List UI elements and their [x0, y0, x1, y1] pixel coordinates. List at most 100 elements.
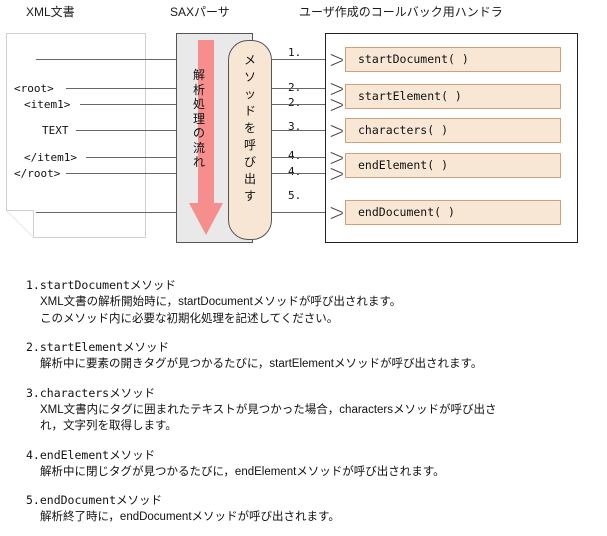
description-body-line: XML文書の解析開始時に，startDocumentメソッドが呼び出されます。: [40, 296, 402, 308]
description-body: XML文書内にタグに囲まれたテキストが見つかった場合，charactersメソッ…: [26, 402, 594, 435]
description-title-suffix: メソッド: [122, 342, 169, 354]
heading-callback-handler: ユーザ作成のコールバック用ハンドラ: [299, 5, 503, 19]
step-number-2b: 2.: [288, 96, 302, 109]
callback-line-start-element-1: [272, 88, 334, 89]
step-number-1: 1.: [288, 46, 302, 59]
call-method-label-char-2: ッ: [243, 87, 256, 101]
parsing-flow-arrow-head: [189, 203, 223, 235]
description-title: 4.endElementメソッド: [26, 447, 594, 464]
parsing-flow-label-char-2: 処: [192, 97, 205, 111]
parsing-flow-label-char-4: の: [192, 126, 205, 140]
xml-line-root-open: <root>: [14, 82, 54, 95]
parsing-flow-label-char-5: 流: [192, 140, 205, 155]
arrow-head-start-element-1: [331, 83, 344, 94]
description-item-start-document: 1.startDocumentメソッド XML文書の解析開始時に，startDo…: [26, 277, 594, 327]
call-method-label-char-0: メ: [243, 53, 256, 67]
parsing-flow-label: 解析処理の流れ: [191, 68, 207, 170]
description-method-name: startDocument: [39, 278, 130, 292]
description-title: 1.startDocumentメソッド: [26, 277, 594, 294]
call-method-label-char-5: 呼: [243, 138, 256, 152]
description-title: 3.charactersメソッド: [26, 385, 594, 402]
description-body: XML文書の解析開始時に，startDocumentメソッドが呼び出されます。 …: [26, 294, 594, 327]
xml-line-item1-close: </item1>: [24, 151, 77, 164]
step-number-4b: 4.: [288, 165, 302, 178]
description-item-end-element: 4.endElementメソッド 解析中に閉じタグが見つかるたびに，endEle…: [26, 447, 594, 481]
xml-line-text: TEXT: [42, 124, 69, 137]
description-body: 解析終了時に，endDocumentメソッドが呼び出されます。: [26, 509, 594, 526]
arrow-head-end-element-2: [331, 168, 344, 179]
connector-line-start-document: [36, 59, 228, 60]
description-item-characters: 3.charactersメソッド XML文書内にタグに囲まれたテキストが見つかっ…: [26, 385, 594, 435]
parsing-flow-arrow: [189, 40, 223, 236]
method-description-list: 1.startDocumentメソッド XML文書の解析開始時に，startDo…: [26, 277, 594, 526]
call-method-label-char-7: 出: [243, 172, 256, 186]
description-body-line: 解析中に閉じタグが見つかるたびに，endElementメソッドが呼び出されます。: [40, 465, 445, 478]
description-body-line: 解析終了時に，endDocumentメソッドが呼び出されます。: [40, 511, 340, 523]
method-box-start-element[interactable]: startElement( ): [345, 84, 561, 109]
description-body-line: XML文書内にタグに囲まれたテキストが見つかった場合，charactersメソッ…: [40, 403, 497, 416]
description-item-start-element: 2.startElementメソッド 解析中に要素の開きタグが見つかるたびに，s…: [26, 339, 594, 373]
heading-sax-parser: SAXパーサ: [170, 5, 230, 19]
call-method-label: メソッドを呼び出す: [242, 52, 258, 205]
description-body-line: このメソッド内に必要な初期化処理を記述してください。: [40, 312, 339, 325]
step-number-3: 3.: [288, 120, 302, 133]
method-box-end-document[interactable]: endDocument( ): [345, 200, 561, 225]
callback-line-end-element-2: [272, 173, 334, 174]
description-title-suffix: メソッド: [109, 449, 156, 462]
xml-line-root-close: </root>: [14, 167, 61, 180]
parsing-flow-label-char-0: 解: [192, 68, 205, 82]
description-method-name: endElement: [39, 447, 110, 462]
arrow-head-end-element-1: [331, 152, 344, 163]
description-body-line: 解析中に要素の開きタグが見つかるたびに，startElementメソッドが呼び出…: [40, 358, 483, 370]
callback-line-characters: [272, 130, 334, 131]
call-method-capsule: [228, 40, 272, 240]
description-number: 4.: [26, 447, 40, 462]
step-number-2a: 2.: [288, 81, 302, 94]
method-box-characters[interactable]: characters( ): [345, 118, 561, 143]
description-method-name: endDocument: [39, 493, 117, 507]
description-title-suffix: メソッド: [109, 387, 156, 400]
description-number: 5.: [26, 493, 40, 507]
description-number: 3.: [26, 385, 40, 400]
parsing-flow-label-char-1: 析: [192, 82, 205, 97]
description-item-end-document: 5.endDocumentメソッド 解析終了時に，endDocumentメソッド…: [26, 492, 594, 526]
connector-line-text: [76, 130, 228, 131]
callback-line-end-element-1: [272, 157, 334, 158]
connector-line-root-close: [66, 173, 228, 174]
callback-line-start-element-2: [272, 104, 334, 105]
call-method-label-char-8: す: [243, 189, 256, 203]
xml-document-sheet: [6, 33, 146, 238]
parsing-flow-arrow-shaft: [198, 40, 214, 205]
connector-line-root-open: [66, 88, 228, 89]
arrow-head-start-document: [331, 54, 344, 65]
description-number: 1.: [26, 278, 40, 292]
xml-document-fold-diagonal: [5, 209, 35, 239]
call-method-label-char-6: び: [243, 155, 256, 169]
description-body: 解析中に要素の開きタグが見つかるたびに，startElementメソッドが呼び出…: [26, 356, 594, 373]
description-method-name: startElement: [39, 340, 123, 354]
method-box-end-element[interactable]: endElement( ): [345, 153, 561, 178]
connector-line-end-document: [36, 212, 228, 213]
description-method-name: characters: [39, 385, 110, 400]
callback-line-start-document: [272, 59, 334, 60]
xml-line-item1-open: <item1>: [24, 98, 71, 111]
step-number-4a: 4.: [288, 149, 302, 162]
method-box-start-document[interactable]: startDocument( ): [345, 47, 561, 72]
callback-line-end-document: [272, 212, 334, 213]
step-number-5: 5.: [288, 189, 302, 202]
call-method-label-char-1: ソ: [243, 70, 256, 84]
description-body-line: れ，文字列を取得します。: [40, 420, 177, 432]
parsing-flow-label-char-6: れ: [192, 155, 205, 169]
connector-line-item1-close: [86, 157, 228, 158]
call-method-label-char-3: ド: [243, 104, 256, 118]
connector-line-item1-open: [80, 104, 228, 105]
arrow-head-end-document: [331, 207, 344, 218]
description-number: 2.: [26, 340, 40, 354]
description-body: 解析中に閉じタグが見つかるたびに，endElementメソッドが呼び出されます。: [26, 464, 594, 481]
description-title: 2.startElementメソッド: [26, 339, 594, 356]
arrow-head-characters: [331, 125, 344, 136]
description-title: 5.endDocumentメソッド: [26, 492, 594, 509]
heading-xml-document: XML文書: [26, 5, 75, 19]
arrow-head-start-element-2: [331, 99, 344, 110]
description-title-suffix: メソッド: [116, 495, 163, 507]
